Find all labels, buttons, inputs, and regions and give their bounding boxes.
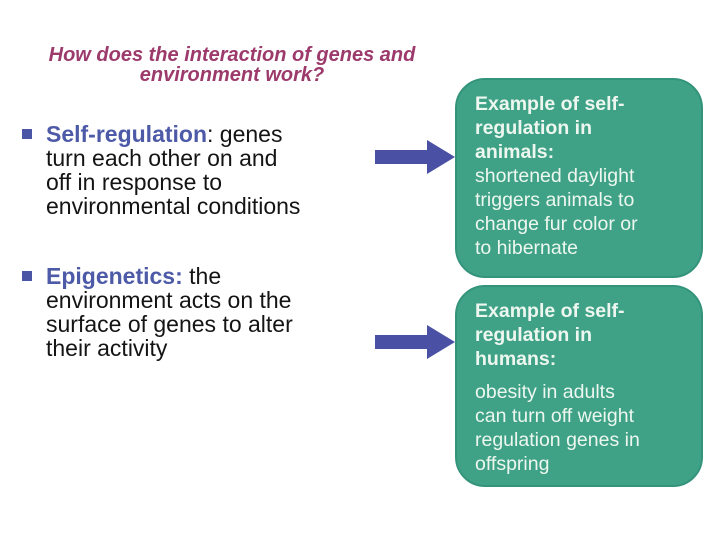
bullet-list: Self-regulation: genes turn each other o… [20,122,415,406]
example-box-humans-body: obesity in adults can turn off weight re… [475,381,640,475]
bullet-text-self-regulation: : genes turn each other on and off in re… [46,121,301,219]
bullet-square-icon [22,129,32,139]
example-box-humans: Example of self- regulation in humans: o… [455,285,703,487]
bullet-text-epigenetics: the environment acts on the surface of g… [46,263,293,361]
example-box-humans-heading: Example of self- regulation in humans: [475,300,625,370]
right-arrow-icon [375,325,455,359]
bullet-lead-epigenetics: Epigenetics: [46,263,183,289]
right-arrow-icon [375,140,455,174]
slide-title: How does the interaction of genes and en… [48,44,416,86]
bullet-lead-self-regulation: Self-regulation [46,121,208,147]
bullet-square-icon [22,271,32,281]
example-box-animals-heading: Example of self- regulation in animals: [475,93,625,163]
example-box-animals-body: shortened daylight triggers animals to c… [475,165,638,259]
bullet-item-self-regulation: Self-regulation: genes turn each other o… [20,122,415,218]
example-box-animals: Example of self- regulation in animals: … [455,78,703,278]
bullet-item-epigenetics: Epigenetics: the environment acts on the… [20,264,415,360]
